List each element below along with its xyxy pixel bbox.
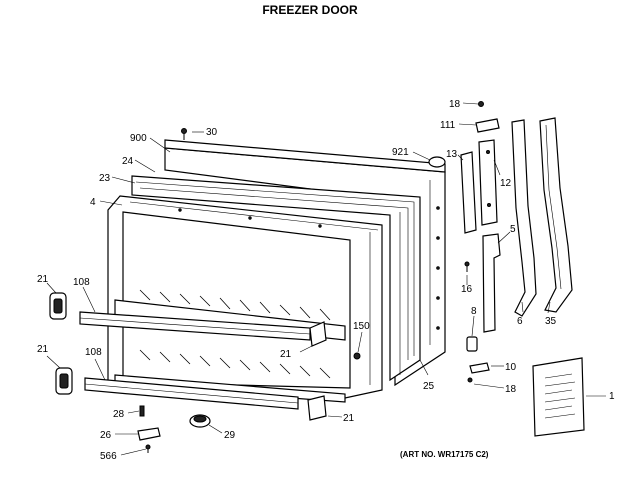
rail-end-cap-mid	[309, 321, 327, 347]
bumper-29	[189, 414, 211, 428]
callout-8: 8	[471, 306, 477, 317]
callout-13: 13	[446, 149, 458, 160]
callout-12: 12	[500, 178, 512, 189]
callout-21-mid: 21	[280, 349, 292, 360]
callout-108-lower: 108	[85, 347, 102, 358]
inner-door-liner	[107, 195, 383, 399]
callout-150: 150	[353, 321, 370, 332]
door-stop-26	[137, 427, 161, 441]
leader-lines	[46, 102, 606, 456]
upper-shelf-rail	[79, 311, 311, 341]
callout-108-upper: 108	[73, 277, 90, 288]
callout-21-lower-right: 21	[343, 413, 355, 424]
callout-labels: 18 111 900 30 921 13 12 24 23 4 5 16 6 3…	[37, 99, 615, 462]
art-number: (ART NO. WR17175 C2)	[400, 450, 489, 459]
screw-566	[145, 444, 151, 453]
callout-35: 35	[545, 316, 557, 327]
callout-16: 16	[461, 284, 473, 295]
hinge-pin-10	[469, 362, 490, 374]
cap-8	[466, 336, 478, 352]
callout-30: 30	[206, 127, 218, 138]
door-gasket	[131, 175, 421, 382]
callout-25: 25	[423, 381, 435, 392]
screw-16	[464, 261, 470, 272]
hinge-bracket-12	[478, 139, 498, 226]
rail-end-cap-right-lower	[307, 395, 327, 421]
rail-end-cap-left-upper	[49, 292, 67, 320]
callout-24: 24	[122, 156, 134, 167]
callout-28: 28	[113, 409, 125, 420]
screw-28	[139, 405, 145, 417]
hinge-cover-111	[475, 118, 500, 133]
callout-4: 4	[90, 197, 96, 208]
rail-end-cap-left-lower	[55, 367, 73, 395]
callout-1: 1	[609, 391, 615, 402]
diagram-title: FREEZER DOOR	[262, 3, 358, 17]
screw-18-top	[478, 101, 484, 107]
callout-26: 26	[100, 430, 112, 441]
callout-10: 10	[505, 362, 517, 373]
callout-5: 5	[510, 224, 516, 235]
instruction-booklet-1	[532, 357, 585, 437]
bracket-5	[482, 233, 501, 333]
callout-29: 29	[224, 430, 236, 441]
callout-900: 900	[130, 133, 147, 144]
callout-21-lower-left: 21	[37, 344, 49, 355]
plug-921	[428, 156, 446, 168]
screw-30	[181, 128, 187, 140]
callout-921: 921	[392, 147, 409, 158]
callout-111: 111	[440, 120, 456, 131]
callout-18-top: 18	[449, 99, 461, 110]
screw-18-bottom	[467, 377, 473, 383]
callout-18-bottom: 18	[505, 384, 517, 395]
callout-23: 23	[99, 173, 111, 184]
strip-13	[460, 151, 477, 234]
callout-6: 6	[517, 316, 523, 327]
screw-150	[353, 352, 361, 360]
lower-shelf-rail	[84, 377, 299, 410]
callout-566: 566	[100, 451, 117, 462]
callout-21-upper-left: 21	[37, 274, 49, 285]
door-handle-35	[539, 117, 573, 313]
door-handle-6	[511, 119, 537, 317]
